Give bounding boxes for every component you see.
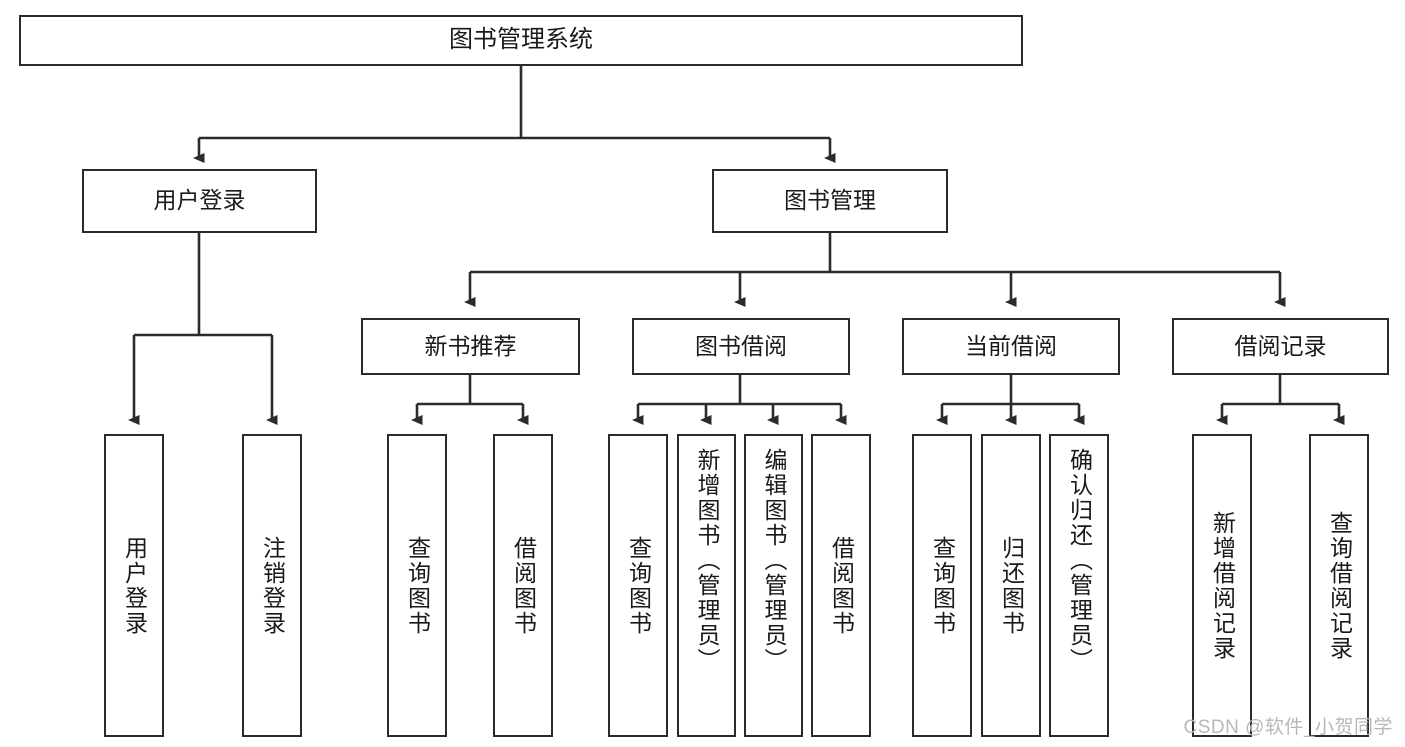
node-leaf-borrow-book-1[interactable]: 借阅图书 bbox=[493, 434, 553, 737]
node-leaf-query-borrow-record-label: 查询借阅记录 bbox=[1326, 510, 1353, 661]
node-user-login-label: 用户登录 bbox=[153, 187, 246, 214]
node-book-manage[interactable]: 图书管理 bbox=[712, 169, 948, 233]
node-book-borrow-label: 图书借阅 bbox=[695, 332, 787, 359]
node-current-borrow-label: 当前借阅 bbox=[965, 332, 1057, 359]
node-new-book-recommend[interactable]: 新书推荐 bbox=[361, 318, 580, 375]
node-leaf-add-book[interactable]: 新增图书（管理员） bbox=[677, 434, 736, 737]
node-leaf-query-book-2-label: 查询图书 bbox=[625, 535, 652, 636]
node-leaf-confirm-return-label: 确认归还（管理员） bbox=[1066, 448, 1093, 673]
node-book-borrow[interactable]: 图书借阅 bbox=[632, 318, 850, 375]
node-leaf-add-borrow-record[interactable]: 新增借阅记录 bbox=[1192, 434, 1252, 737]
node-leaf-query-book-3-label: 查询图书 bbox=[929, 535, 956, 636]
node-leaf-user-login[interactable]: 用户登录 bbox=[104, 434, 164, 737]
node-leaf-logout-login-label: 注销登录 bbox=[259, 535, 286, 636]
node-borrow-record-label: 借阅记录 bbox=[1234, 332, 1327, 359]
node-leaf-edit-book-label: 编辑图书（管理员） bbox=[761, 448, 787, 673]
node-leaf-query-book-1-label: 查询图书 bbox=[404, 535, 431, 636]
node-leaf-query-book-1[interactable]: 查询图书 bbox=[387, 434, 447, 737]
node-leaf-confirm-return[interactable]: 确认归还（管理员） bbox=[1049, 434, 1109, 737]
node-root-label: 图书管理系统 bbox=[449, 26, 593, 54]
node-leaf-add-borrow-record-label: 新增借阅记录 bbox=[1209, 510, 1236, 661]
node-leaf-user-login-label: 用户登录 bbox=[121, 535, 148, 636]
node-current-borrow[interactable]: 当前借阅 bbox=[902, 318, 1120, 375]
node-leaf-return-book[interactable]: 归还图书 bbox=[981, 434, 1041, 737]
node-leaf-query-book-3[interactable]: 查询图书 bbox=[912, 434, 972, 737]
node-leaf-query-book-2[interactable]: 查询图书 bbox=[608, 434, 668, 737]
node-book-manage-label: 图书管理 bbox=[784, 187, 876, 214]
node-leaf-borrow-book-2[interactable]: 借阅图书 bbox=[811, 434, 871, 737]
node-leaf-logout-login[interactable]: 注销登录 bbox=[242, 434, 302, 737]
node-leaf-add-book-label: 新增图书（管理员） bbox=[694, 448, 720, 673]
node-new-book-recommend-label: 新书推荐 bbox=[424, 332, 517, 359]
node-leaf-query-borrow-record[interactable]: 查询借阅记录 bbox=[1309, 434, 1369, 737]
watermark: CSDN @软件_小贺同学 bbox=[1183, 717, 1393, 738]
node-user-login[interactable]: 用户登录 bbox=[82, 169, 317, 233]
node-leaf-return-book-label: 归还图书 bbox=[998, 535, 1025, 636]
node-borrow-record[interactable]: 借阅记录 bbox=[1172, 318, 1389, 375]
node-leaf-borrow-book-2-label: 借阅图书 bbox=[828, 535, 855, 636]
node-leaf-edit-book[interactable]: 编辑图书（管理员） bbox=[744, 434, 803, 737]
node-root[interactable]: 图书管理系统 bbox=[19, 15, 1023, 66]
node-leaf-borrow-book-1-label: 借阅图书 bbox=[510, 535, 537, 636]
